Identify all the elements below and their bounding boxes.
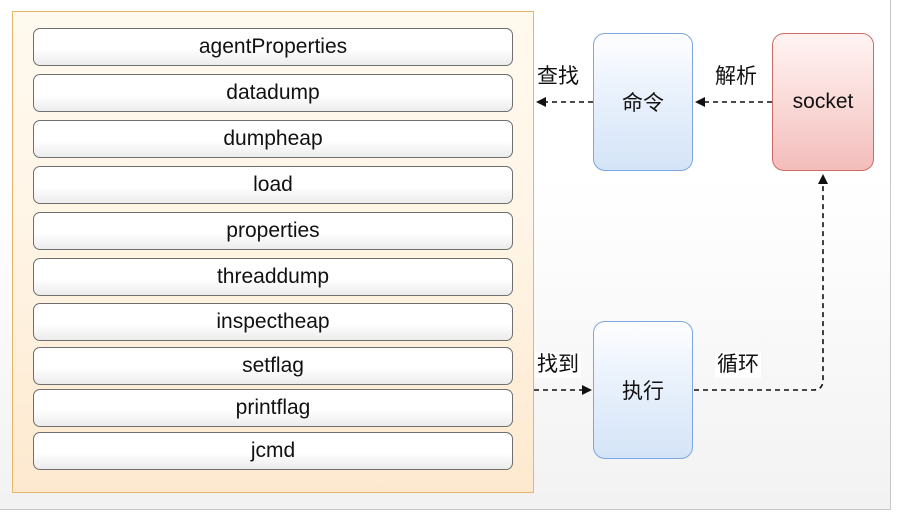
- command-item-dumpheap: dumpheap: [33, 120, 513, 158]
- edge-label-parse: 解析: [713, 64, 759, 90]
- command-node: 命令: [593, 33, 693, 171]
- command-item-datadump: datadump: [33, 74, 513, 112]
- command-item-threaddump: threaddump: [33, 258, 513, 296]
- command-item-load: load: [33, 166, 513, 204]
- command-item-properties: properties: [33, 212, 513, 250]
- edge-label-lookup: 查找: [535, 64, 581, 90]
- edge-label-found: 找到: [535, 352, 581, 378]
- edge-label-loop: 循环: [715, 352, 761, 378]
- edge-loop: [694, 174, 828, 391]
- command-item-setflag: setflag: [33, 347, 513, 385]
- socket-node: socket: [772, 33, 874, 171]
- execute-node: 执行: [593, 321, 693, 459]
- command-item-printflag: printflag: [33, 389, 513, 427]
- command-item-agentproperties: agentProperties: [33, 28, 513, 66]
- command-item-jcmd: jcmd: [33, 432, 513, 470]
- command-item-inspectheap: inspectheap: [33, 303, 513, 341]
